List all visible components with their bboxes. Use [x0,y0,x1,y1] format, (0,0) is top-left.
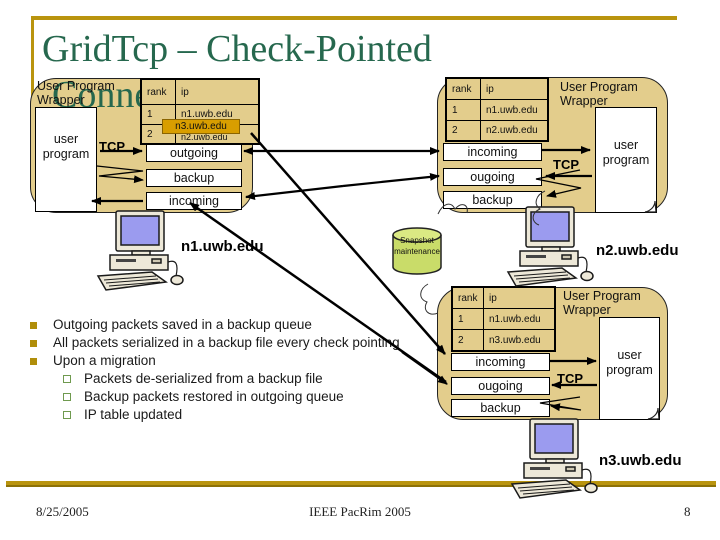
hollow-square-bullet-icon [63,375,71,383]
cell-rank-2: 2 [453,330,484,350]
queue-backup-n3: backup [451,399,550,417]
title-accent-vertical-line [31,16,34,98]
snapshot-label-line2: maintenance [394,247,440,256]
user-program-box-n2: user program [595,107,657,213]
cell-rank-2: 2 [447,121,481,140]
table-row: 1 n1.uwb.edu [447,100,547,121]
list-item: IP table updated [61,406,400,424]
bullet-square-icon [30,340,37,347]
computer-icon-n3 [511,418,598,499]
cell-ip-1: n1.uwb.edu [181,109,233,120]
footer-date: 8/25/2005 [36,504,89,519]
cloud-squiggle [420,283,439,315]
bullet-text: IP table updated [84,407,183,422]
list-item: Packets de-serialized from a backup file [61,370,400,388]
footer-slide-number: 8 [684,504,691,519]
bullet-text: All packets serialized in a backup file … [53,335,400,350]
wrapper-label-n2: User Program Wrapper [560,80,638,108]
bullet-text: Outgoing packets saved in a backup queue [53,317,312,332]
footer-rule-line [6,481,716,487]
table-row: 1 n1.uwb.edu [453,309,554,330]
queue-incoming-n2: incoming [443,143,542,161]
arrow-ougoing-n2-backflow [342,172,440,188]
cell-rank-1: 1 [453,309,484,329]
list-item: Backup packets restored in outgoing queu… [61,388,400,406]
page-curl-icon [644,200,657,213]
user-program-label-n3: user program [606,348,653,377]
node-label-n2: n2.uwb.edu [596,242,679,259]
queue-backup-n1: backup [146,169,242,187]
cell-rank-1: 1 [142,105,176,124]
col-header-rank: rank [453,288,484,308]
list-item: Upon a migration [28,352,400,370]
cell-ip-2: n2.uwb.edu [486,125,538,136]
footer-conference: IEEE PacRim 2005 [309,504,411,519]
ip-table-n1: rank ip 1 n1.uwb.edu 2 n2.uwb.edu [140,78,260,145]
bullet-text: Backup packets restored in outgoing queu… [84,389,344,404]
list-item: Outgoing packets saved in a backup queue [28,316,400,334]
queue-outgoing-n1: outgoing [146,144,242,162]
tcp-label-n3: TCP [557,371,583,386]
queue-ougoing-n3: ougoing [451,377,550,395]
bullet-text: Upon a migration [53,353,156,368]
user-program-label-n2: user program [602,138,650,167]
cell-rank-2: 2 [142,125,176,143]
computer-icon-n1 [97,210,184,291]
node-label-n3: n3.uwb.edu [599,452,682,469]
table-row: 2 n2.uwb.edu [142,125,258,143]
cell-ip-1: n1.uwb.edu [489,313,541,325]
hollow-square-bullet-icon [63,393,71,401]
user-program-box-n1: user program [35,107,97,212]
tcp-label-n2: TCP [553,157,579,172]
cell-ip-2-old: n2.uwb.edu [181,132,228,142]
hollow-square-bullet-icon [63,411,71,419]
col-header-rank: rank [142,80,176,104]
bullet-square-icon [30,358,37,365]
col-header-rank: rank [447,79,481,99]
queue-incoming-n1: incoming [146,192,242,210]
wrapper-label-n3: User Program Wrapper [563,289,641,317]
updated-ip-highlight: n3.uwb.edu [162,119,240,134]
slide-title-line1: GridTcp – Check-Pointed [42,28,432,70]
queue-ougoing-n2: ougoing [443,168,542,186]
ip-table-n3: rank ip 1 n1.uwb.edu 2 n3.uwb.edu [451,286,556,352]
user-program-label-n1: user program [42,132,90,161]
user-program-box-n3: user program [599,317,660,420]
cell-rank-1: 1 [447,100,481,120]
bullet-list: Outgoing packets saved in a backup queue… [28,316,400,424]
snapshot-label-line1: Snapshot [400,236,434,245]
node-label-n1: n1.uwb.edu [181,238,264,255]
tcp-label-n1: TCP [99,139,125,154]
col-header-ip: ip [181,86,189,98]
page-curl-icon [647,407,660,420]
bullet-text: Packets de-serialized from a backup file [84,371,323,386]
table-row: 2 n2.uwb.edu [447,121,547,140]
bullet-square-icon [30,322,37,329]
col-header-ip: ip [489,292,497,304]
computer-icon-n2 [507,206,594,287]
title-accent-horizontal-line [31,16,677,20]
col-header-ip: ip [486,83,494,95]
cell-ip-2: n3.uwb.edu [489,334,541,346]
cell-ip-1: n1.uwb.edu [486,104,538,116]
wrapper-label-n1: User Program Wrapper [37,79,115,107]
list-item: All packets serialized in a backup file … [28,334,400,352]
table-row: 2 n3.uwb.edu [453,330,554,350]
queue-incoming-n3: incoming [451,353,550,371]
arrow-ougoing-n2-to-incoming-n1 [245,184,344,200]
ip-table-n2: rank ip 1 n1.uwb.edu 2 n2.uwb.edu [445,77,549,142]
